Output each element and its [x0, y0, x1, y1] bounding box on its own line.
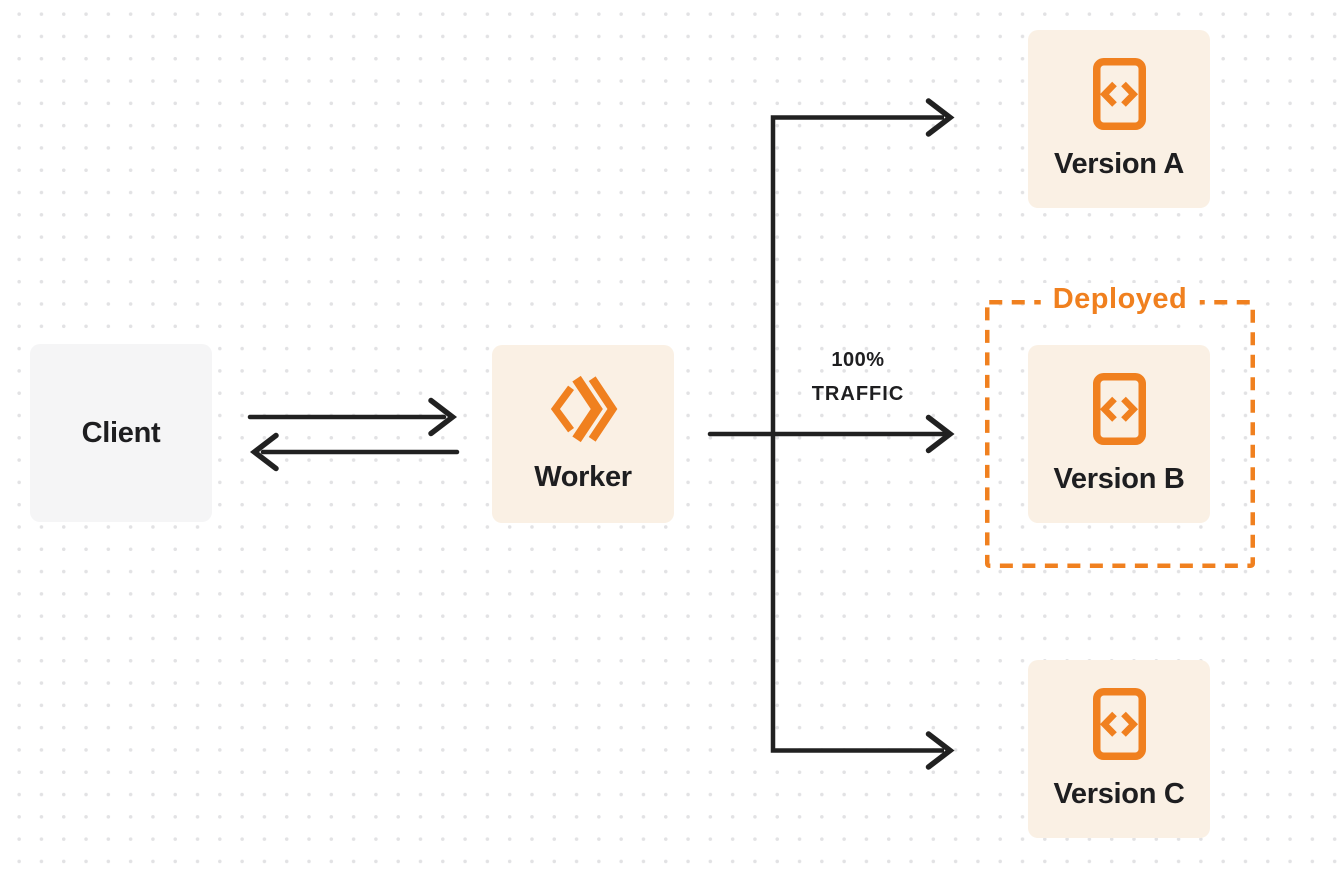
code-file-icon	[1092, 57, 1146, 130]
traffic-percent: 100%	[831, 349, 885, 371]
node-client-label: Client	[81, 416, 161, 449]
traffic-annotation: 100% TRAFFIC	[798, 349, 918, 406]
cloudflare-workers-logo-icon	[549, 375, 618, 443]
arrowhead-version-a	[925, 98, 955, 137]
node-version-b: Version B	[1028, 345, 1210, 523]
deployed-label: Deployed	[1040, 283, 1200, 316]
arrowhead-version-c	[925, 731, 955, 770]
code-file-icon	[1092, 372, 1146, 445]
node-version-a-label: Version A	[1054, 147, 1184, 180]
arrow-worker-to-client	[249, 432, 460, 472]
code-file-icon	[1092, 687, 1146, 760]
node-worker-label: Worker	[534, 460, 632, 493]
arrow-client-to-worker	[247, 397, 458, 437]
node-version-c-label: Version C	[1053, 777, 1185, 810]
node-version-b-label: Version B	[1053, 462, 1185, 495]
node-version-c: Version C	[1028, 660, 1210, 838]
node-client: Client	[30, 344, 212, 522]
deployed-group: Deployed	[985, 283, 1255, 568]
node-version-a: Version A	[1028, 30, 1210, 208]
node-worker: Worker	[492, 345, 674, 523]
arrow-worker-to-versions	[707, 98, 955, 770]
arrowhead-version-b	[925, 414, 955, 454]
deployed-dashed-border	[985, 300, 1255, 568]
traffic-word: TRAFFIC	[811, 383, 905, 405]
